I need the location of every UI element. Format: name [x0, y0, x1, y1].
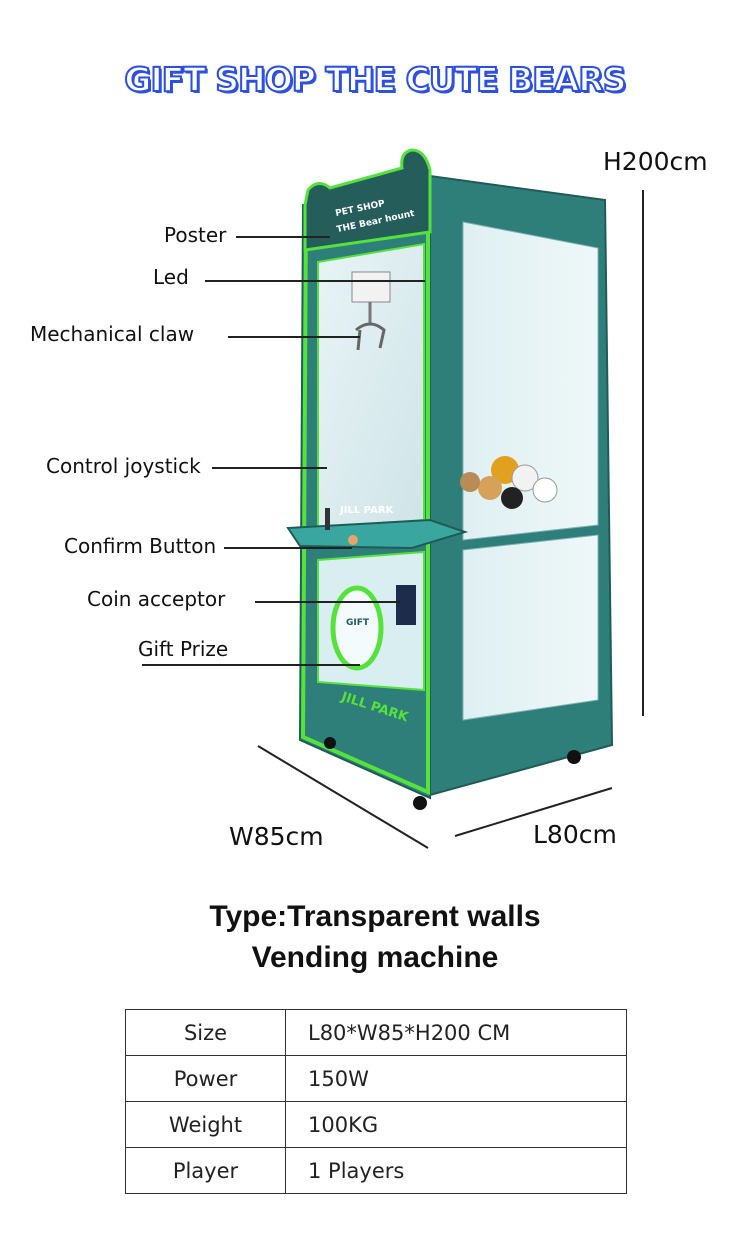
poster-header [303, 148, 432, 252]
callout-gift: Gift Prize [138, 637, 229, 661]
table-row: Weight 100KG [125, 1101, 627, 1148]
table-row: Power 150W [125, 1055, 627, 1102]
spec-value: 150W [285, 1055, 627, 1102]
spec-key: Player [125, 1147, 286, 1194]
dimension-width: W85cm [229, 822, 324, 851]
leader-joystick [212, 467, 327, 469]
control-panel [286, 518, 469, 550]
gift-door [330, 585, 384, 671]
spec-key: Power [125, 1055, 286, 1102]
callout-claw: Mechanical claw [30, 322, 195, 346]
panel-logo: JILL PARK [340, 505, 394, 516]
gift-badge: GIFT [346, 618, 370, 628]
spec-key: Size [125, 1009, 286, 1056]
leader-led [205, 280, 425, 282]
callout-joystick: Control joystick [46, 454, 201, 478]
table-row: Size L80*W85*H200 CM [125, 1009, 627, 1056]
spec-key: Weight [125, 1101, 286, 1148]
callout-led: Led [153, 265, 189, 289]
callout-poster: Poster [164, 223, 227, 247]
width-line [257, 745, 429, 849]
table-row: Player 1 Players [125, 1147, 627, 1194]
spec-value: 100KG [285, 1101, 627, 1148]
dimension-length: L80cm [533, 820, 617, 849]
leader-coin [255, 601, 400, 603]
type-heading-line2: Vending machine [251, 941, 499, 974]
length-line [454, 787, 613, 837]
leader-confirm [224, 547, 352, 549]
dimension-height: H200cm [603, 147, 708, 176]
spec-value: L80*W85*H200 CM [285, 1009, 627, 1056]
specs-table: Size L80*W85*H200 CM Power 150W Weight 1… [125, 1009, 627, 1194]
callout-coin: Coin acceptor [87, 587, 226, 611]
spec-value: 1 Players [285, 1147, 627, 1194]
leader-claw [228, 336, 360, 338]
banner-title: GIFT SHOP THE CUTE BEARS [123, 59, 627, 100]
callout-confirm: Confirm Button [64, 534, 217, 558]
claw-machine-illustration [257, 148, 644, 849]
type-heading-line1: Type:Transparent walls [209, 900, 541, 933]
leader-gift [142, 664, 360, 666]
leader-poster [236, 236, 330, 238]
side-glass-lower [462, 534, 599, 721]
